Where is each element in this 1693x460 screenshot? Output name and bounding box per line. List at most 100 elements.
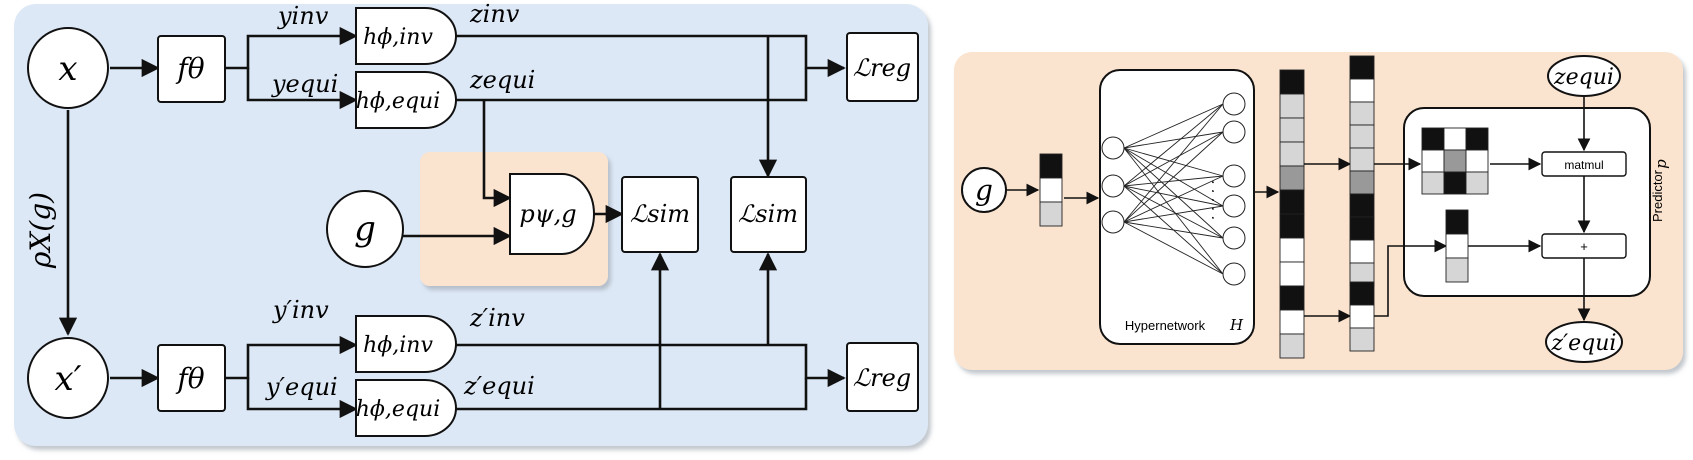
l-sim-1-box — [621, 176, 699, 253]
predictor-label: Predictor — [1650, 169, 1665, 222]
vector-cell — [1349, 239, 1375, 264]
vector-cell — [1349, 147, 1375, 172]
matrix-cell — [1443, 149, 1467, 173]
vector-cell — [1279, 213, 1305, 239]
matrix-cell — [1421, 127, 1445, 151]
g-vector — [1039, 153, 1063, 227]
matrix-cell — [1443, 171, 1467, 195]
net-node — [1222, 164, 1246, 188]
x-label: x — [58, 49, 77, 89]
plus-label: + — [1580, 239, 1588, 254]
vector-cell — [1349, 193, 1375, 218]
net-edge — [1123, 147, 1224, 177]
g-node-left — [326, 190, 404, 268]
matrix-cell — [1443, 127, 1467, 151]
vector-cell — [1349, 304, 1375, 329]
z-equi-prime-label: z′equi — [463, 372, 535, 400]
vector-cell — [1349, 170, 1375, 195]
vector-cell — [1279, 333, 1305, 359]
left-wires — [58, 26, 846, 419]
net-node — [1222, 262, 1246, 286]
h-equi-top-label: hϕ,equi — [356, 89, 440, 114]
predictor-symbol: p — [1652, 159, 1670, 169]
h-equi-bottom-label: hϕ,equi — [356, 397, 440, 422]
net-edge — [1123, 131, 1224, 187]
net-edge — [1123, 103, 1224, 149]
net-edge — [1123, 185, 1224, 239]
z-inv-prime-label: z′inv — [469, 304, 525, 332]
net-edge — [1123, 175, 1224, 223]
net-node — [1222, 92, 1246, 116]
weight-matrix — [1421, 127, 1489, 195]
f-bottom-label: fθ — [175, 362, 204, 395]
h-equi-bottom-box — [355, 379, 457, 437]
net-node — [1222, 226, 1246, 250]
bias-weights-vector — [1349, 281, 1375, 352]
hypernetwork-label: Hypernetwork — [1125, 318, 1206, 333]
bias-vector — [1445, 209, 1469, 283]
vector-cell — [1279, 165, 1305, 191]
vector-cell — [1279, 69, 1305, 95]
matrix-cell — [1421, 171, 1445, 195]
vector-cell — [1349, 55, 1375, 80]
vector-cell — [1039, 201, 1063, 227]
h-inv-bottom-label: hϕ,inv — [363, 333, 433, 358]
vector-cell — [1349, 216, 1375, 241]
left-panel: x x′ ρX(g) fθ fθ hϕ,inv hϕ,equi hϕ,inv h… — [14, 0, 928, 446]
vector-cell — [1279, 285, 1305, 311]
net-edge — [1123, 147, 1224, 239]
z-equi-prime-node — [1545, 321, 1623, 363]
h-equi-top-box — [355, 71, 457, 129]
net-edge — [1123, 175, 1224, 187]
vector-cell — [1349, 327, 1375, 352]
g-label-left: g — [354, 209, 376, 249]
net-edge — [1123, 131, 1224, 149]
y-inv-prime-label: y′inv — [272, 296, 329, 324]
net-node — [1101, 210, 1125, 234]
net-node — [1222, 120, 1246, 144]
z-inv-label: zinv — [469, 0, 520, 28]
matrix-cell — [1465, 127, 1489, 151]
net-node — [1222, 194, 1246, 218]
l-sim-2-label: ℒsim — [738, 200, 798, 228]
right-panel: g · · · · · Hypernetwork H Predictor p — [954, 52, 1683, 370]
vector-cell — [1279, 93, 1305, 119]
net-edge — [1123, 221, 1224, 239]
matrix-weights-vector — [1349, 55, 1375, 287]
matrix-cell — [1465, 171, 1489, 195]
net-edge — [1123, 103, 1224, 223]
h-inv-top-label: hϕ,inv — [363, 25, 433, 50]
matrix-cell — [1421, 149, 1445, 173]
hypernetwork-symbol: H — [1229, 316, 1244, 334]
x-node — [27, 27, 109, 109]
vector-cell — [1349, 78, 1375, 103]
vector-cell — [1445, 257, 1469, 283]
rho-label: ρX(g) — [24, 192, 57, 269]
matrix-cell — [1465, 149, 1489, 173]
l-reg-top-label: ℒreg — [853, 54, 911, 82]
hyper-dots: · · · · · — [1204, 180, 1220, 220]
net-edge — [1123, 147, 1224, 275]
net-edge — [1123, 185, 1224, 207]
net-edge — [1123, 221, 1224, 275]
vector-cell — [1279, 189, 1305, 215]
vector-cell — [1039, 153, 1063, 179]
y-inv-label: yinv — [277, 2, 329, 30]
f-bottom-box — [157, 344, 226, 412]
g-label-right: g — [975, 174, 993, 207]
vector-cell — [1445, 209, 1469, 235]
vector-cell — [1279, 309, 1305, 335]
z-equi-prime-label-right: z′equi — [1551, 331, 1617, 356]
vector-cell — [1349, 281, 1375, 306]
net-node — [1101, 174, 1125, 198]
vector-cell — [1279, 141, 1305, 167]
y-equi-prime-label: y′equi — [265, 373, 338, 401]
vector-cell — [1279, 237, 1305, 263]
net-edge — [1123, 205, 1224, 223]
l-reg-bottom-box — [846, 342, 919, 412]
vector-cell — [1445, 233, 1469, 259]
vector-cell — [1349, 124, 1375, 149]
matmul-label: matmul — [1564, 158, 1603, 172]
